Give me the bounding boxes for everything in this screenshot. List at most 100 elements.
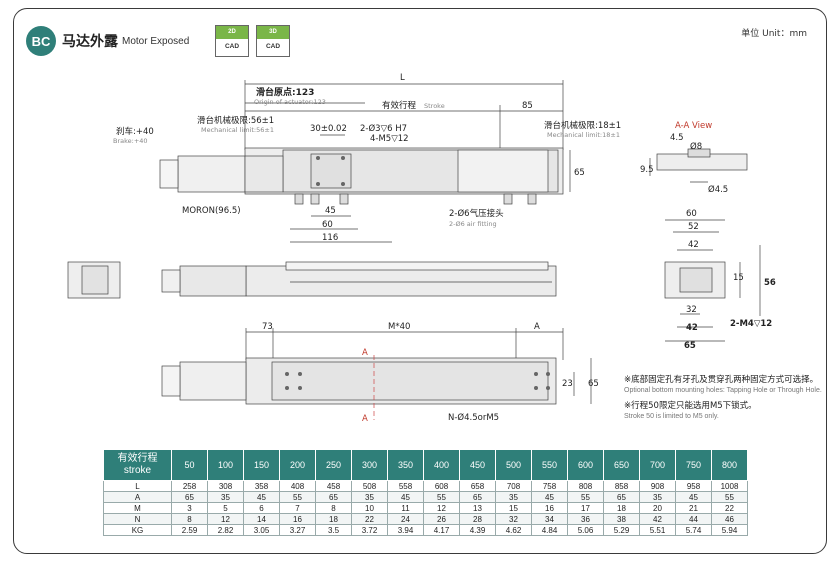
table-cell: 15 <box>495 502 532 514</box>
table-cell: 35 <box>351 491 388 503</box>
hole-m5: 4-M5▽12 <box>370 134 409 144</box>
dim-30: 30±0.02 <box>310 124 347 134</box>
note-1: ※底部固定孔有牙孔及贯穿孔两种固定方式可选择。 Optional bottom … <box>624 375 824 395</box>
table-cell: 958 <box>675 480 712 492</box>
row-label: M <box>103 502 172 514</box>
stroke-cell: 300 <box>351 449 388 481</box>
dim-4-5: 4.5 <box>670 133 684 143</box>
dim-a: A <box>534 322 540 332</box>
table-cell: 3.5 <box>315 524 352 536</box>
table-cell: 35 <box>639 491 676 503</box>
note-2-en: Stroke 50 is limited to M5 only. <box>624 413 719 420</box>
dim-m40: M*40 <box>388 322 410 332</box>
table-cell: 258 <box>171 480 208 492</box>
dim-85: 85 <box>522 101 533 111</box>
stroke-cell: 600 <box>567 449 604 481</box>
ev-15: 15 <box>733 273 744 283</box>
stroke-en: Stroke <box>424 102 445 110</box>
table-cell: 10 <box>351 502 388 514</box>
dim-65-bottom: 65 <box>588 379 599 389</box>
table-cell: 2.82 <box>207 524 244 536</box>
dim-l-label: L <box>400 73 405 83</box>
stroke-cell: 50 <box>171 449 208 481</box>
stroke-cell: 800 <box>711 449 748 481</box>
table-cell: 5.51 <box>639 524 676 536</box>
page-frame <box>13 8 827 554</box>
dim-116: 116 <box>322 233 338 243</box>
table-cell: 5.06 <box>567 524 604 536</box>
table-cell: 21 <box>675 502 712 514</box>
table-cell: 14 <box>243 513 280 525</box>
dim-23: 23 <box>562 379 573 389</box>
ev-60: 60 <box>686 209 697 219</box>
table-cell: 65 <box>315 491 352 503</box>
table-cell: 13 <box>459 502 496 514</box>
motor-top <box>177 155 246 193</box>
table-cell: 65 <box>171 491 208 503</box>
note-1-en: Optional bottom mounting holes: Tapping … <box>624 387 822 394</box>
stroke-cell: 200 <box>279 449 316 481</box>
cad-3d-button[interactable]: 3D CAD <box>256 25 290 57</box>
table-cell: 8 <box>315 502 352 514</box>
table-cell: 12 <box>423 502 460 514</box>
page-header: BC 马达外露 Motor Exposed <box>26 26 189 56</box>
stroke-cell: 450 <box>459 449 496 481</box>
dim-9-5: 9.5 <box>640 165 654 175</box>
mech-limit-right-cn: 滑台机械极限:18±1 <box>544 120 621 131</box>
table-cell: 4.17 <box>423 524 460 536</box>
table-cell: 55 <box>279 491 316 503</box>
table-cell: 22 <box>711 502 748 514</box>
table-cell: 308 <box>207 480 244 492</box>
table-cell: 46 <box>711 513 748 525</box>
section-a-top: A <box>362 348 368 358</box>
table-cell: 4.39 <box>459 524 496 536</box>
spec-table: 有效行程 stroke 50 100 150 200 250 300 350 4… <box>103 449 748 536</box>
brake-en: Brake:+40 <box>113 137 148 145</box>
table-cell: 24 <box>387 513 424 525</box>
table-cell: 5.29 <box>603 524 640 536</box>
table-cell: 17 <box>567 502 604 514</box>
table-cell: 42 <box>639 513 676 525</box>
table-cell: 4.84 <box>531 524 568 536</box>
row-label: L <box>103 480 172 492</box>
table-cell: 34 <box>531 513 568 525</box>
table-cell: 7 <box>279 502 316 514</box>
mech-limit-left-cn: 滑台机械极限:56±1 <box>197 115 274 126</box>
table-cell: 458 <box>315 480 352 492</box>
table-cell: 3.94 <box>387 524 424 536</box>
table-cell: 16 <box>279 513 316 525</box>
note-1-cn: ※底部固定孔有牙孔及贯穿孔两种固定方式可选择。 <box>624 375 819 385</box>
table-cell: 3.27 <box>279 524 316 536</box>
technical-drawing: L 滑台原点:123 Origin of actuator:123 有效行程 S… <box>67 73 776 424</box>
stroke-cell: 500 <box>495 449 532 481</box>
ev-52: 52 <box>688 222 699 232</box>
table-header-en: stroke <box>123 465 152 476</box>
motor-side <box>179 265 247 297</box>
stroke-cell: 100 <box>207 449 244 481</box>
section-a-bottom: A <box>362 414 368 424</box>
table-cell: 558 <box>387 480 424 492</box>
cad-2d-sub: CAD <box>224 43 240 50</box>
dim-73: 73 <box>262 322 273 332</box>
stroke-cell: 650 <box>603 449 640 481</box>
page-title-cn: 马达外露 <box>62 34 118 50</box>
cad-2d-button[interactable]: 2D CAD <box>215 25 249 57</box>
brake-cn: 刹车:+40 <box>116 126 154 137</box>
stroke-cell: 700 <box>639 449 676 481</box>
table-cell: 55 <box>423 491 460 503</box>
table-cell: 18 <box>315 513 352 525</box>
note-2-cn: ※行程50限定只能选用M5下锁式。 <box>624 401 757 411</box>
table-cell: 5 <box>207 502 244 514</box>
air-fitting-cn: 2-Ø6气压接头 <box>449 208 504 219</box>
table-header-label: 有效行程 stroke <box>103 449 172 481</box>
note-2: ※行程50限定只能选用M5下锁式。 Stroke 50 is limited t… <box>624 401 824 421</box>
dim-d8: Ø8 <box>690 141 702 152</box>
table-cell: 36 <box>567 513 604 525</box>
stroke-cn: 有效行程 <box>382 100 417 111</box>
table-cell: 708 <box>495 480 532 492</box>
table-cell: 44 <box>675 513 712 525</box>
table-cell: 18 <box>603 502 640 514</box>
